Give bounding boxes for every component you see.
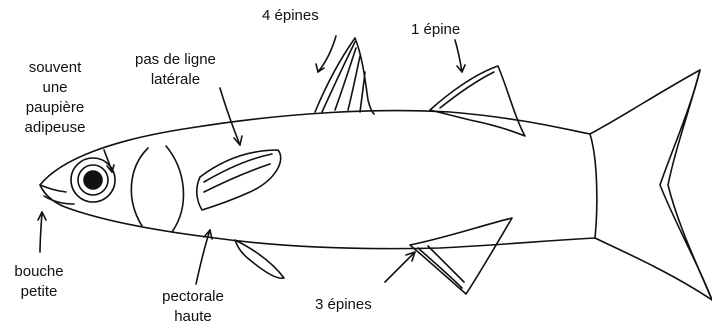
eye-pupil bbox=[84, 171, 102, 189]
arrow-mouth bbox=[40, 212, 42, 252]
pectoral-fin bbox=[197, 150, 281, 210]
gill-cover bbox=[131, 148, 148, 226]
caudal-fin-fork bbox=[668, 70, 712, 300]
label-four-spines: 4 épines bbox=[262, 6, 319, 26]
label-one-spine: 1 épine bbox=[411, 20, 460, 40]
fish-body-outline bbox=[40, 70, 712, 300]
label-high-pectoral: pectorale haute bbox=[147, 287, 239, 327]
arrow-four-spines bbox=[318, 36, 336, 72]
pelvic-fin bbox=[235, 240, 284, 278]
arrow-three-spines bbox=[385, 252, 415, 282]
label-three-spines: 3 épines bbox=[315, 295, 372, 315]
arrow-lateral-line bbox=[220, 88, 240, 145]
label-small-mouth: bouche petite bbox=[0, 262, 78, 302]
anal-fin bbox=[410, 218, 512, 294]
caudal-peduncle bbox=[590, 134, 597, 238]
arrow-pectoral bbox=[196, 230, 210, 284]
label-adipose-eyelid: souvent une paupière adipeuse bbox=[8, 58, 102, 138]
gill-opening bbox=[166, 146, 183, 232]
second-dorsal-fin bbox=[430, 66, 525, 136]
label-no-lateral-line: pas de ligne latérale bbox=[135, 50, 216, 90]
